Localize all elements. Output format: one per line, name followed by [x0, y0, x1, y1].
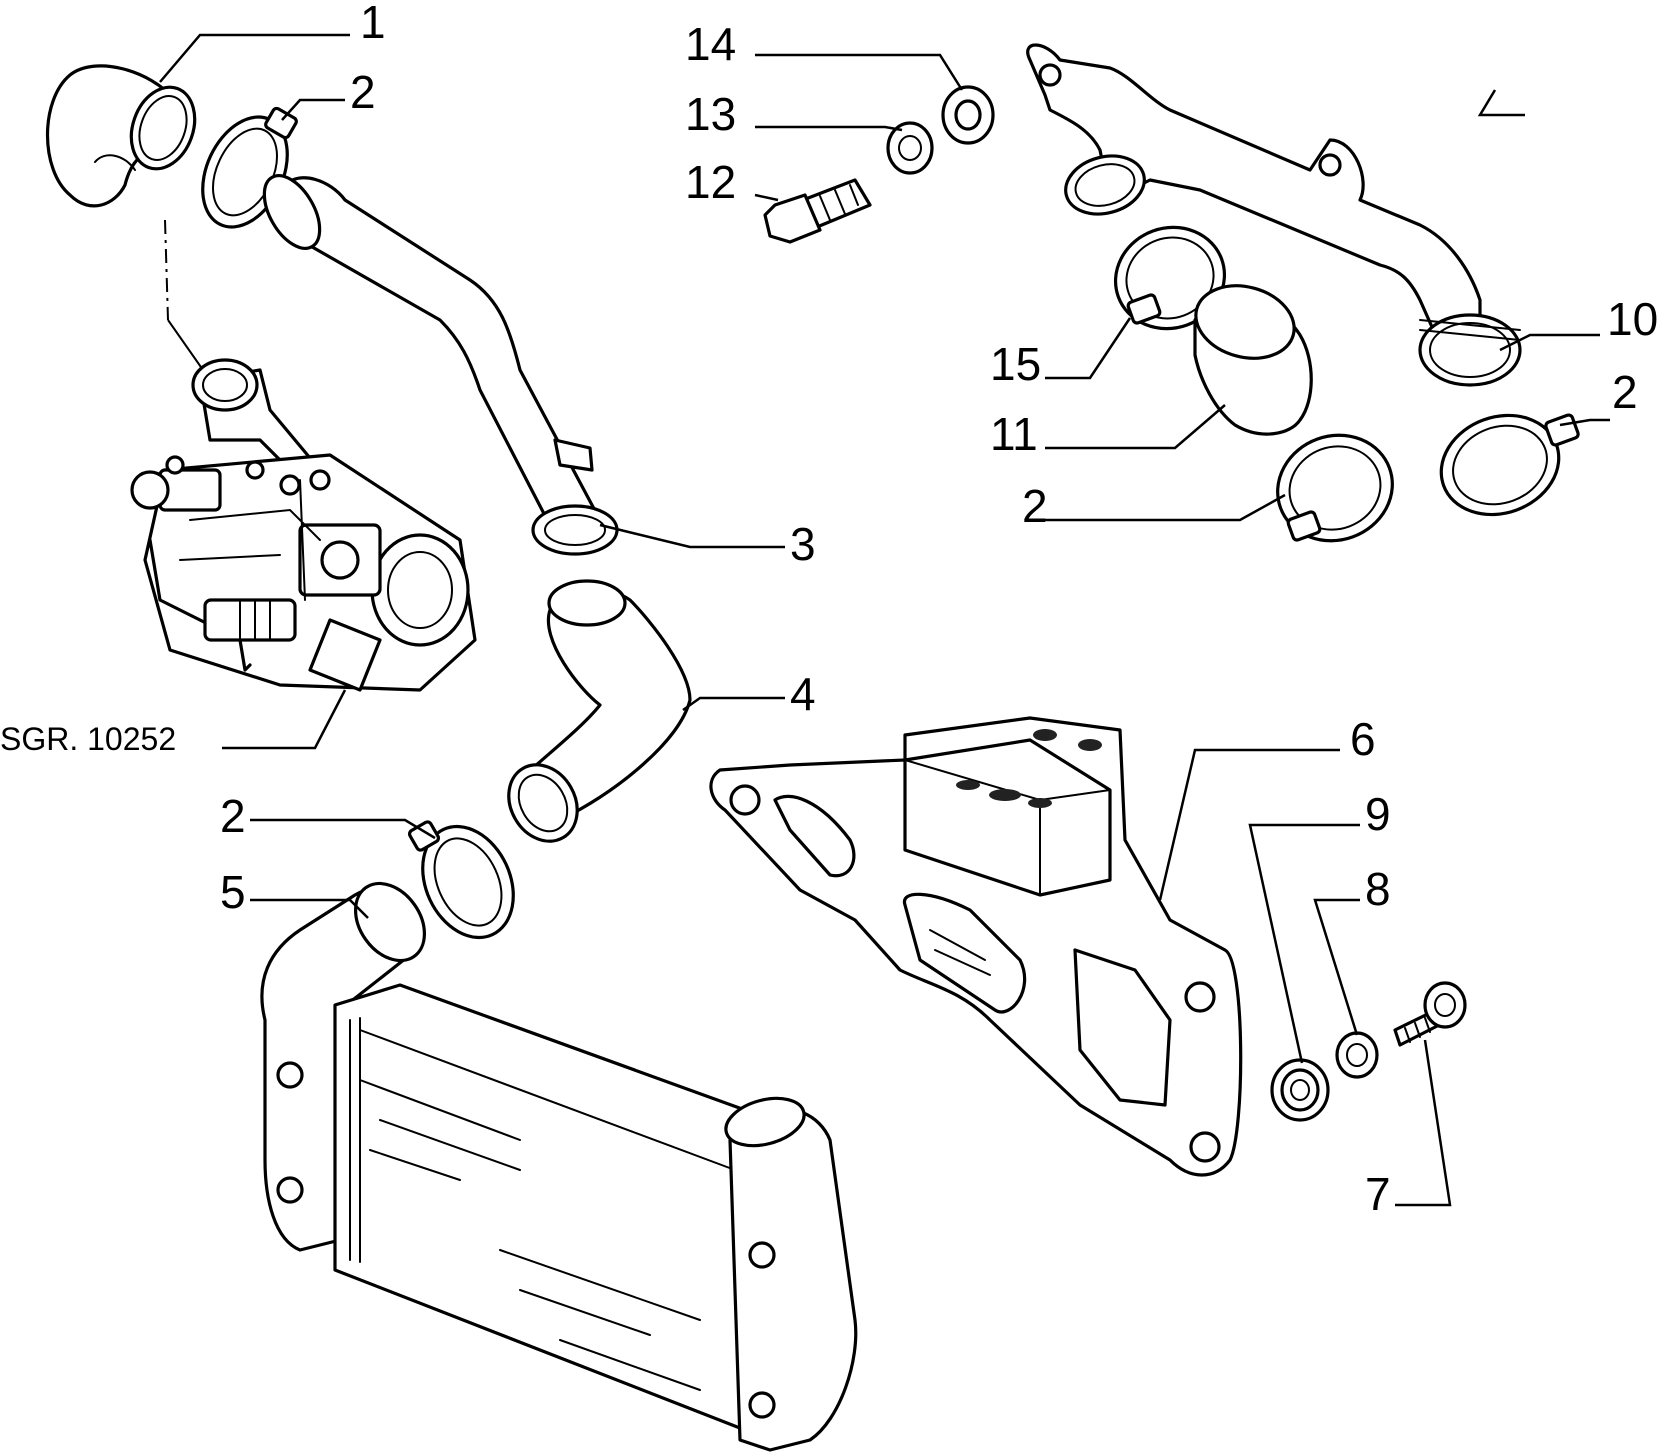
label-5: 5 — [220, 866, 246, 918]
label-12: 12 — [685, 156, 736, 208]
label-15: 15 — [990, 338, 1041, 390]
part-4-bent-hose — [507, 579, 692, 843]
part-2-clamp-left — [407, 820, 515, 940]
label-2-far-right: 2 — [1612, 366, 1638, 418]
part-11-sleeve — [1193, 284, 1313, 436]
label-2-top: 2 — [350, 66, 376, 118]
label-10: 10 — [1607, 293, 1658, 345]
label-3: 3 — [790, 518, 816, 570]
centre-line — [164, 219, 169, 321]
part-6-mounting-bracket — [709, 716, 1243, 1177]
label-1: 1 — [360, 0, 386, 48]
leader-lines — [159, 33, 1610, 1207]
reference-sgr: SGR. 10252 — [0, 721, 176, 757]
label-4: 4 — [790, 668, 816, 720]
part-10-outlet-pipe — [1026, 43, 1522, 387]
label-2-right-lower: 2 — [1022, 480, 1048, 532]
part-9-grommet — [1270, 1058, 1330, 1122]
part-7-bolt — [1393, 981, 1467, 1047]
label-9: 9 — [1365, 788, 1391, 840]
label-11: 11 — [990, 408, 1038, 460]
part-8-nut — [1335, 1031, 1379, 1079]
item-numbers: 1 2 3 4 2 5 6 9 8 7 10 2 14 13 12 15 11 … — [0, 0, 1658, 1220]
part-3-intake-pipe — [262, 174, 619, 556]
turbocharger-assembly — [130, 358, 477, 692]
part-2-clamp-far-right — [1439, 413, 1580, 517]
label-7: 7 — [1365, 1168, 1391, 1220]
part-14-washer — [941, 85, 995, 145]
part-12-bolt — [763, 178, 872, 244]
label-8: 8 — [1365, 863, 1391, 915]
label-13: 13 — [685, 88, 736, 140]
label-6: 6 — [1350, 713, 1376, 765]
part-13-nut — [886, 121, 934, 175]
part-2-clamp-right-lower — [1276, 433, 1394, 543]
part-5-intercooler — [260, 881, 858, 1452]
label-14: 14 — [685, 18, 736, 70]
label-2-left: 2 — [220, 790, 246, 842]
part-1-elbow-hose — [46, 64, 197, 208]
